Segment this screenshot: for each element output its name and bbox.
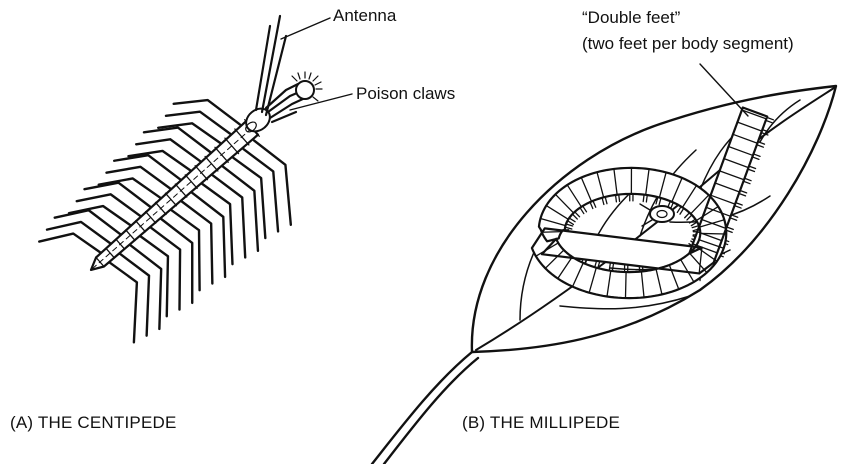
poison-claws-label: Poison claws: [356, 84, 455, 104]
centipede-leg: [150, 227, 180, 309]
centipede-leg: [144, 128, 210, 152]
centipede-leg: [114, 155, 180, 179]
millipede-segment: [542, 232, 562, 233]
centipede-leg: [233, 158, 265, 238]
centipede-leg: [47, 222, 111, 244]
centipede-leg: [202, 184, 232, 264]
antenna-leader-line: [281, 18, 330, 39]
centipede-leg: [39, 234, 101, 253]
centipede-leg: [182, 201, 213, 283]
millipede-caption: (B) THE MILLIPEDE: [462, 413, 620, 433]
antenna-label: Antenna: [333, 6, 396, 26]
millipede-drawing: [372, 64, 836, 464]
centipede-leg: [213, 175, 246, 257]
centipede-antennae: [256, 16, 286, 115]
centipede-leg: [140, 236, 168, 316]
double-feet-sublabel: (two feet per body segment): [582, 34, 794, 54]
millipede-segment: [625, 272, 626, 298]
centipede-leg: [136, 139, 200, 161]
centipede-leg: [254, 140, 291, 224]
centipede-head: [242, 104, 275, 136]
leaf-stem: [372, 352, 478, 464]
centipede-leg: [166, 112, 230, 134]
centipede-leg: [223, 167, 258, 251]
centipede-leg: [77, 194, 141, 216]
centipede-drawing: [39, 16, 352, 342]
centipede-leg: [55, 210, 121, 234]
centipede-leg: [192, 193, 225, 277]
centipede-leg: [109, 262, 137, 342]
centipede-leg: [171, 210, 199, 290]
centipede-leg: [161, 219, 192, 303]
double-feet-label: “Double feet”: [582, 8, 680, 28]
centipede-caption: (A) THE CENTIPEDE: [10, 413, 177, 433]
centipede-leg: [84, 183, 150, 207]
centipede-leg: [106, 167, 170, 189]
centipede-leg: [174, 100, 240, 124]
